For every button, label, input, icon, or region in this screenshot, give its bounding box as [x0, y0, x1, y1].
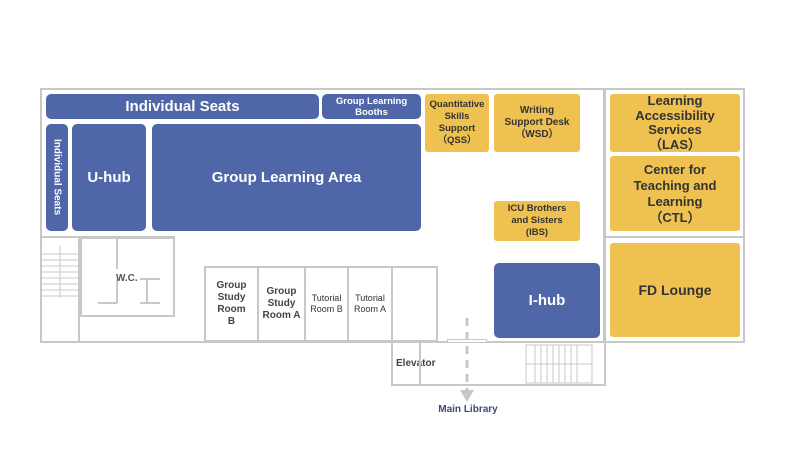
ctl-office[interactable]: Center for Teaching and Learning （CTL）	[610, 156, 740, 231]
elevator-label: Elevator	[396, 358, 436, 369]
qss-desk[interactable]: Quantitative Skills Support （QSS）	[425, 94, 489, 152]
east-wing-outline	[604, 88, 745, 343]
tutorial-room-a-label: Tutorial Room A	[353, 293, 386, 314]
tutorial-room-a[interactable]: Tutorial Room A	[347, 266, 393, 342]
tutorial-room-b-label: Tutorial Room B	[310, 293, 343, 314]
west-stairs	[40, 236, 80, 342]
group-learning-booths[interactable]: Group Learning Booths	[322, 94, 421, 119]
elevator[interactable]: Elevator	[391, 341, 435, 386]
individual-seats-top-label: Individual Seats	[125, 98, 240, 115]
group-study-room-b-label: Group Study Room B	[216, 280, 247, 327]
las-office[interactable]: Learning Accessibility Services （LAS）	[610, 93, 740, 152]
stairs-icon	[42, 246, 78, 298]
i-hub-label: I-hub	[528, 292, 566, 309]
east-wing-divider	[604, 236, 745, 238]
elevator-wall-fix	[419, 341, 421, 386]
las-label: Learning Accessibility Services （LAS）	[635, 93, 715, 152]
wc-room: W.C.	[80, 237, 175, 317]
main-library-label: Main Library	[438, 404, 498, 415]
individual-seats-side[interactable]: Individual Seats	[46, 124, 68, 231]
u-hub-label: U-hub	[87, 169, 131, 186]
group-learning-area-label: Group Learning Area	[211, 169, 362, 186]
storage-room	[391, 266, 438, 342]
individual-seats-side-label: Individual Seats	[51, 139, 63, 216]
u-hub[interactable]: U-hub	[72, 124, 146, 231]
qss-label: Quantitative Skills Support （QSS）	[429, 99, 485, 146]
fd-lounge-label: FD Lounge	[638, 282, 712, 298]
group-learning-area[interactable]: Group Learning Area	[152, 124, 421, 231]
arrow-down-icon	[460, 318, 474, 402]
south-stairs-icon	[525, 344, 593, 384]
wc-partitions	[98, 239, 160, 304]
tutorial-room-b[interactable]: Tutorial Room B	[304, 266, 349, 342]
individual-seats-top[interactable]: Individual Seats	[46, 94, 319, 119]
wsd-desk[interactable]: Writing Support Desk （WSD）	[494, 94, 580, 152]
main-library-link[interactable]: Main Library	[418, 404, 518, 415]
fd-lounge[interactable]: FD Lounge	[610, 243, 740, 337]
wsd-label: Writing Support Desk （WSD）	[504, 105, 570, 140]
group-learning-booths-label: Group Learning Booths	[335, 95, 408, 118]
ibs-desk[interactable]: ICU Brothers and Sisters (IBS)	[494, 201, 580, 241]
group-study-room-a[interactable]: Group Study Room A	[257, 266, 306, 342]
ctl-label: Center for Teaching and Learning （CTL）	[633, 161, 717, 225]
wc-label: W.C.	[116, 273, 138, 284]
group-study-room-b[interactable]: Group Study Room B	[204, 266, 259, 342]
group-study-room-a-label: Group Study Room A	[262, 286, 301, 321]
ibs-label: ICU Brothers and Sisters (IBS)	[507, 203, 567, 238]
i-hub[interactable]: I-hub	[494, 263, 600, 338]
